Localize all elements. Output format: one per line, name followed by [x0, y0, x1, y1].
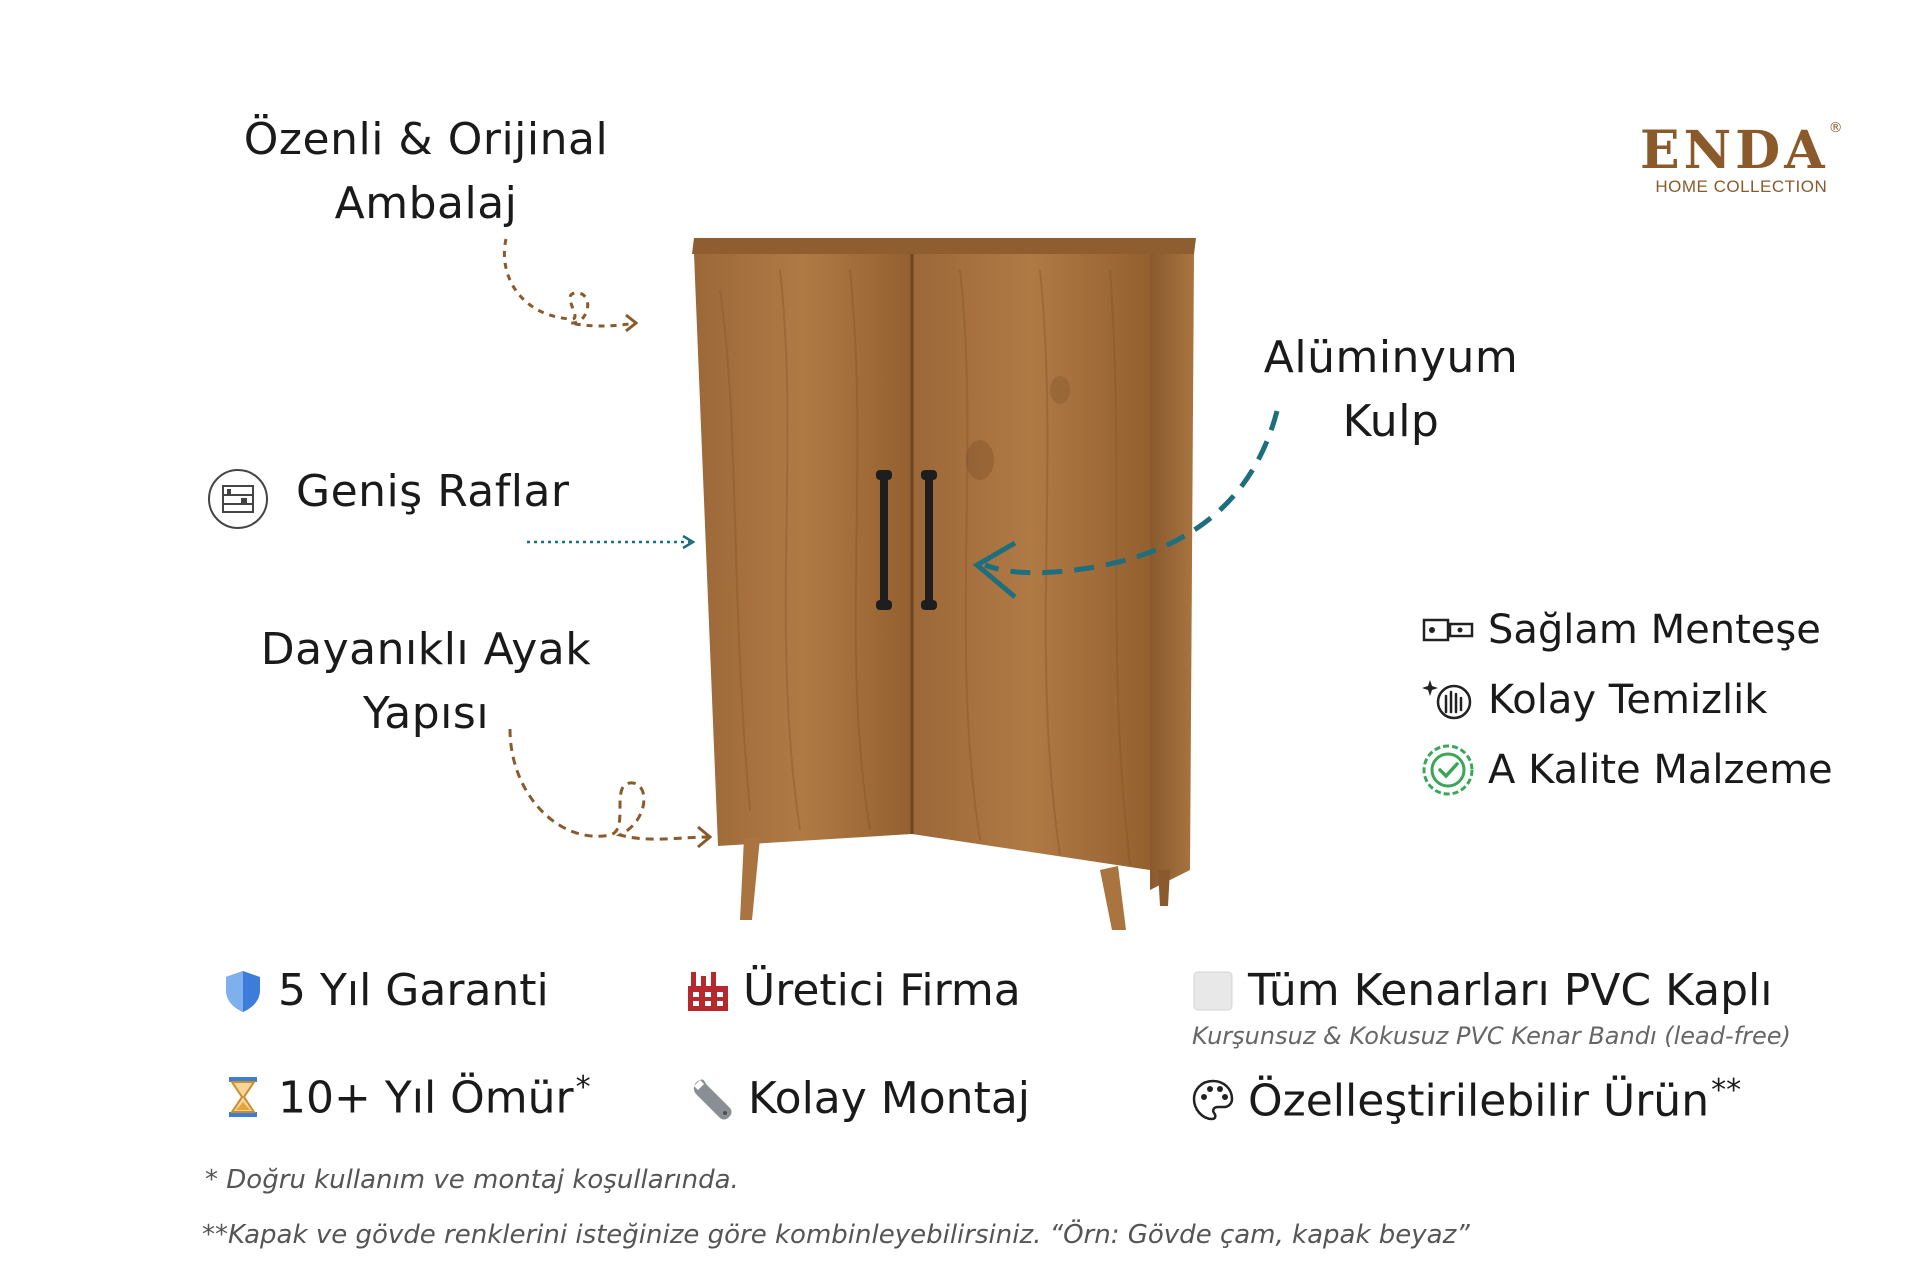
feature-quality-label: A Kalite Malzeme	[1488, 747, 1833, 793]
callout-legs-line1: Dayanıklı Ayak	[260, 624, 592, 675]
feature-hinge: Sağlam Menteşe	[1420, 595, 1833, 665]
callout-packaging-line2: Ambalaj	[334, 178, 518, 229]
square-icon	[1190, 968, 1236, 1014]
features-list: Sağlam Menteşe Kolay Temizlik A Kalite M…	[1420, 595, 1833, 805]
assembly-item: Kolay Montaj	[690, 1073, 1030, 1124]
hinge-icon	[1420, 602, 1476, 658]
cabinet-door-left	[694, 254, 912, 846]
brand-tagline: HOME COLLECTION	[1655, 177, 1828, 196]
callout-legs: Dayanıklı Ayak Yapısı	[246, 618, 606, 746]
callout-shelves: Geniş Raflar	[296, 466, 570, 517]
callout-handle-line2: Kulp	[1342, 396, 1440, 447]
brand-name: ENDA	[1640, 120, 1829, 181]
legs-arrow	[508, 728, 713, 849]
manufacturer-label: Üretici Firma	[743, 965, 1021, 1016]
door-handles	[876, 470, 937, 610]
cleaning-hand-icon	[1420, 672, 1476, 728]
hourglass-icon	[220, 1074, 266, 1120]
wrench-icon	[690, 1076, 736, 1122]
feature-hinge-label: Sağlam Menteşe	[1488, 607, 1821, 653]
handle-arrow	[972, 410, 1280, 599]
pvc-sublabel: Kurşunsuz & Kokusuz PVC Kenar Bandı (lea…	[1192, 1022, 1791, 1050]
lifetime-label: 10+ Yıl Ömür	[278, 1072, 574, 1124]
lifetime-item: 10+ Yıl Ömür*	[220, 1070, 591, 1124]
footnote-1: * Doğru kullanım ve montaj koşullarında.	[205, 1165, 739, 1195]
feature-cleaning: Kolay Temizlik	[1420, 665, 1833, 735]
callout-packaging-line1: Özenli & Orijinal	[243, 114, 609, 165]
cabinet-door-right	[912, 254, 1150, 870]
custom-footnote-mark: **	[1711, 1073, 1742, 1108]
manufacturer-item: Üretici Firma	[685, 965, 1021, 1016]
warranty-item: 5 Yıl Garanti	[220, 965, 549, 1016]
callout-packaging: Özenli & Orijinal Ambalaj	[236, 108, 616, 236]
footnote-2: **Kapak ve gövde renklerini isteğinize g…	[202, 1220, 1470, 1250]
callout-handle: Alüminyum Kulp	[1226, 326, 1556, 454]
feature-cleaning-label: Kolay Temizlik	[1488, 677, 1768, 723]
pvc-item: Tüm Kenarları PVC Kaplı	[1190, 965, 1773, 1016]
custom-item: Özelleştirilebilir Ürün**	[1190, 1073, 1741, 1127]
brand-logo: ENDA® HOME COLLECTION	[1640, 120, 1843, 197]
registered-mark: ®	[1828, 120, 1843, 136]
shield-icon	[220, 968, 266, 1014]
callout-handle-line1: Alüminyum	[1263, 332, 1519, 383]
shelves-arrow	[527, 534, 696, 550]
assembly-label: Kolay Montaj	[748, 1073, 1031, 1124]
palette-icon	[1190, 1077, 1236, 1123]
factory-icon	[685, 968, 731, 1014]
shelf-icon	[207, 468, 269, 530]
packaging-arrow	[502, 238, 639, 333]
lifetime-footnote-mark: *	[575, 1070, 591, 1105]
feature-quality: A Kalite Malzeme	[1420, 735, 1833, 805]
warranty-label: 5 Yıl Garanti	[278, 965, 549, 1016]
pvc-label: Tüm Kenarları PVC Kaplı	[1248, 965, 1773, 1016]
custom-label: Özelleştirilebilir Ürün	[1248, 1075, 1710, 1127]
cabinet-illustration	[692, 238, 1196, 930]
quality-badge-icon	[1420, 742, 1476, 798]
callout-legs-line2: Yapısı	[362, 688, 490, 739]
